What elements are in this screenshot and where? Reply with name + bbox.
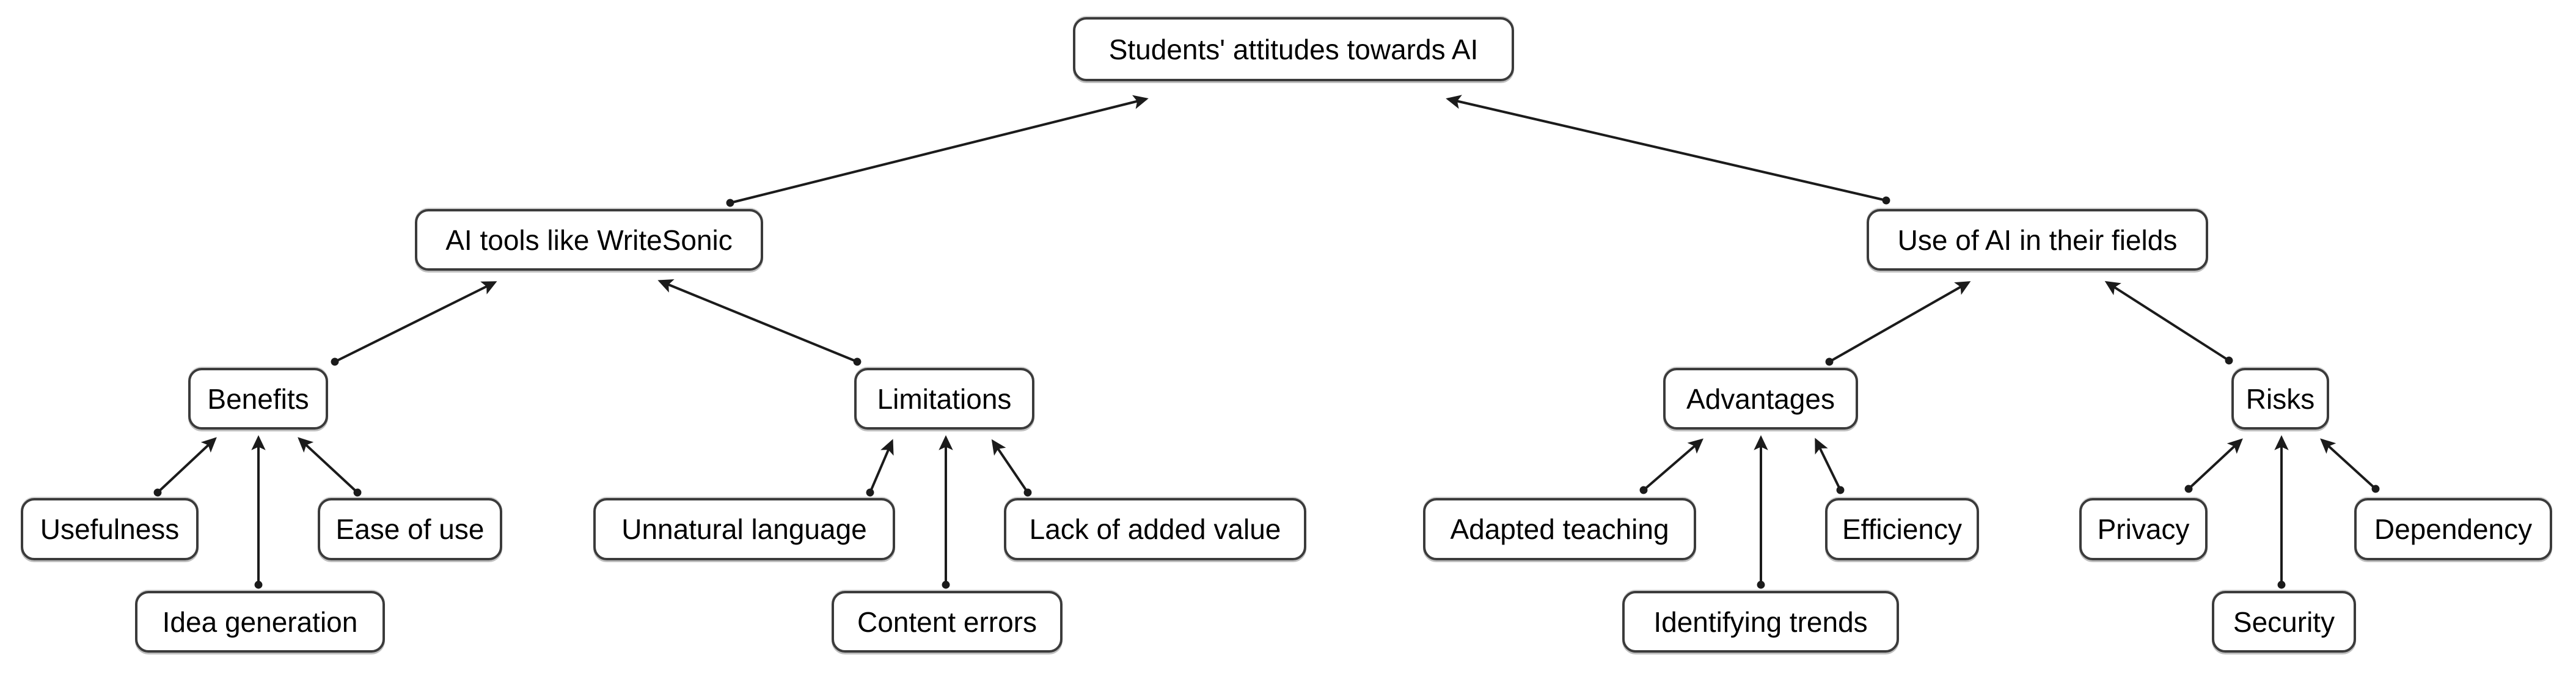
node-limitations: Limitations <box>854 368 1034 430</box>
edge-benefits-to-ai-tools <box>331 281 497 366</box>
node-identifying-trends: Identifying trends <box>1622 591 1899 653</box>
edge-adapted-teaching-to-advantages <box>1639 438 1703 494</box>
edge-unnatural-language-to-limitations <box>866 439 894 497</box>
node-benefits: Benefits <box>188 368 328 430</box>
node-dependency: Dependency <box>2354 498 2552 560</box>
edge-risks-to-use-of-ai <box>2104 280 2233 365</box>
node-use-of-ai: Use of AI in their fields <box>1867 209 2208 271</box>
node-lack-of-added-value: Lack of added value <box>1004 498 1306 560</box>
edge-ai-tools-to-root <box>726 95 1149 207</box>
edge-ease-of-use-to-benefits <box>298 437 362 497</box>
node-content-errors: Content errors <box>832 591 1063 653</box>
edge-advantages-to-use-of-ai <box>1825 281 1971 366</box>
node-advantages: Advantages <box>1663 368 1858 430</box>
edge-usefulness-to-benefits <box>153 437 217 497</box>
edge-efficiency-to-advantages <box>1815 438 1845 494</box>
node-root: Students' attitudes towards AI <box>1073 17 1514 81</box>
node-security: Security <box>2212 591 2356 653</box>
edge-lack-of-added-value-to-limitations <box>991 439 1032 497</box>
edge-limitations-to-ai-tools <box>657 279 862 366</box>
node-adapted-teaching: Adapted teaching <box>1423 498 1696 560</box>
node-unnatural-language: Unnatural language <box>593 498 895 560</box>
node-usefulness: Usefulness <box>21 498 199 560</box>
node-privacy: Privacy <box>2079 498 2208 560</box>
node-ease-of-use: Ease of use <box>318 498 502 560</box>
node-ai-tools: AI tools like WriteSonic <box>415 209 763 271</box>
node-idea-generation: Idea generation <box>135 591 385 653</box>
edge-privacy-to-risks <box>2184 438 2243 493</box>
edges-group <box>153 95 2380 589</box>
node-efficiency: Efficiency <box>1825 498 1979 560</box>
edge-use-of-ai-to-root <box>1446 95 1890 205</box>
edge-dependency-to-risks <box>2320 438 2380 493</box>
node-risks: Risks <box>2231 368 2329 430</box>
